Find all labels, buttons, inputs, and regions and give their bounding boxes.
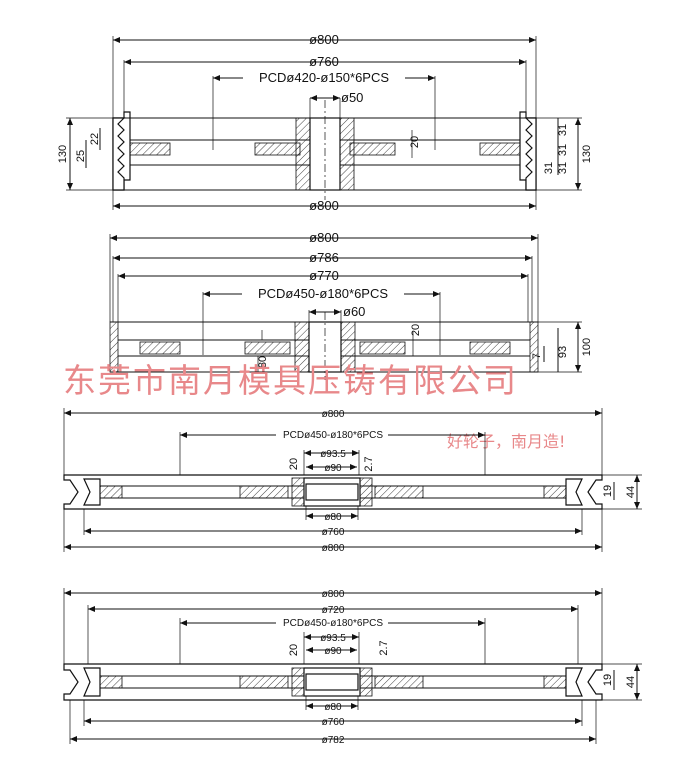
d4-diameter-760: ø760 <box>322 717 345 728</box>
drawing-3-wheel-section: ø800 PCDø450-ø180*6PCS ø93.5 ø90 20 2.7 … <box>63 408 642 554</box>
d2-web-thickness: 20 <box>410 324 422 336</box>
d4-pcd-label: PCDø450-ø180*6PCS <box>283 618 383 629</box>
d4-diameter-80: ø80 <box>324 702 342 713</box>
drawing-2-wheel-section: ø800 ø786 ø770 PCDø450-ø180*6PCS ø60 20 … <box>109 230 593 380</box>
d4-dim-44: 44 <box>625 676 637 688</box>
d4-diameter-720: ø720 <box>322 605 345 616</box>
d2-bore-diameter: ø60 <box>343 304 365 319</box>
drawing-4-wheel-section: ø800 ø720 PCDø450-ø180*6PCS ø93.5 ø90 20… <box>63 588 642 746</box>
d1-height-right: 130 <box>581 145 593 163</box>
d1-left-dim-b: 22 <box>89 133 101 145</box>
d3-diameter-90: ø90 <box>324 463 342 474</box>
d1-right-dim-b: 31 <box>557 144 569 156</box>
d1-web-thickness: 20 <box>409 136 421 148</box>
d1-bore-diameter: ø50 <box>341 90 363 105</box>
d4-diameter-782: ø782 <box>322 735 345 746</box>
d3-dim-20: 20 <box>288 458 300 470</box>
d4-diameter-93-5: ø93.5 <box>320 633 346 644</box>
d2-pcd-label: PCDø450-ø180*6PCS <box>258 286 388 301</box>
d2-diameter-770: ø770 <box>309 268 339 283</box>
d1-height-left: 130 <box>57 145 69 163</box>
d3-dim-19: 19 <box>602 485 614 497</box>
d3-diameter-80: ø80 <box>324 512 342 523</box>
d4-dim-20: 20 <box>288 644 300 656</box>
company-watermark: 东莞市南月模具压铸有限公司 <box>63 361 518 400</box>
d2-diameter-786: ø786 <box>309 250 339 265</box>
d1-pcd-label: PCDø420-ø150*6PCS <box>259 70 389 85</box>
d2-dim-93: 93 <box>557 346 569 358</box>
d4-dim-2-7: 2.7 <box>378 640 390 655</box>
d2-height: 100 <box>581 338 593 356</box>
d4-diameter-90: ø90 <box>324 646 342 657</box>
d4-outer-diameter-top: ø800 <box>322 589 345 600</box>
d4-dim-19: 19 <box>602 674 614 686</box>
d1-right-dim-c: 31 <box>557 162 569 174</box>
drawing-1-pulley-section: ø800 ø760 PCDø420-ø150*6PCS ø50 20 <box>57 32 593 213</box>
d3-outer-diameter-top: ø800 <box>322 409 345 420</box>
d1-right-dim-a: 31 <box>557 124 569 136</box>
d1-right-dim-d: 31 <box>543 162 555 174</box>
d2-hub-dim: 80 <box>257 356 269 368</box>
d3-pcd-label: PCDø450-ø180*6PCS <box>283 430 383 441</box>
d2-dim-7: 7 <box>531 353 543 359</box>
d1-left-dim-a: 25 <box>75 150 87 162</box>
d2-outer-diameter: ø800 <box>309 230 339 245</box>
d3-outer-diameter-bottom: ø800 <box>322 543 345 554</box>
d3-diameter-760: ø760 <box>322 527 345 538</box>
d1-outer-diameter-top: ø800 <box>309 32 339 47</box>
d3-diameter-93-5: ø93.5 <box>320 449 346 460</box>
d3-dim-2-7: 2.7 <box>363 456 375 471</box>
d3-dim-44: 44 <box>625 486 637 498</box>
d1-outer-diameter-bottom: ø800 <box>309 198 339 213</box>
d1-groove-diameter: ø760 <box>309 54 339 69</box>
